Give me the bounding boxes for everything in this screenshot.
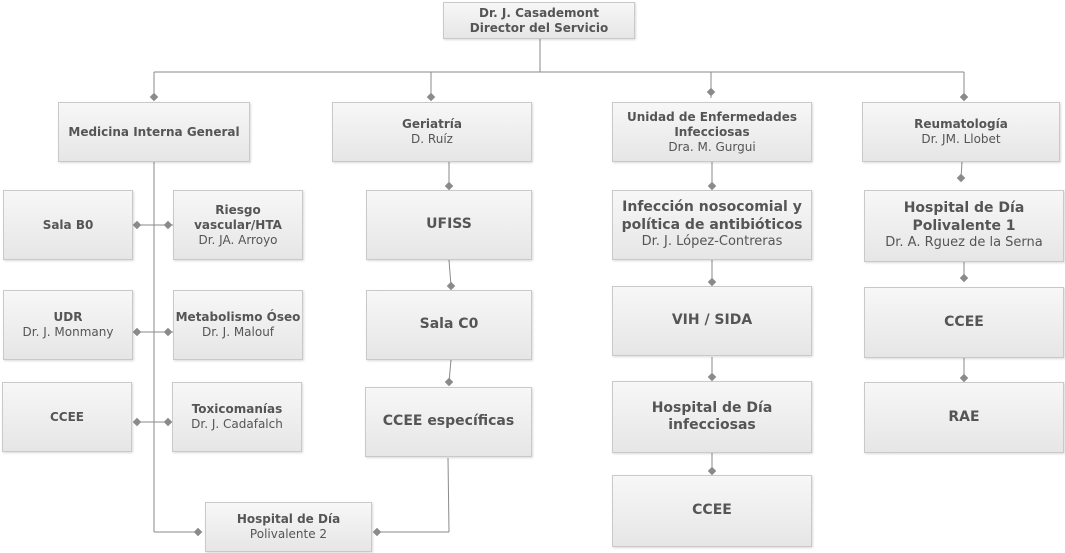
node-title: UFISS [426, 216, 472, 233]
node-title: Hospital de Día infecciosas [651, 399, 773, 434]
node-title: Infección nosocomial y política de antib… [621, 199, 803, 233]
node-toxicomanias: Toxicomanías Dr. J. Cadafalch [172, 382, 302, 452]
node-title: Hospital de Día [236, 512, 341, 526]
node-enfermedades-infecciosas: Unidad de Enfermedades Infecciosas Dra. … [612, 102, 812, 162]
node-title: RAE [948, 408, 980, 425]
node-subtitle: Dr. JA. Arroyo [198, 232, 278, 247]
node-ccee-reumatologia: CCEE [864, 287, 1064, 358]
node-geriatria: Geriatría D. Ruíz [332, 102, 532, 162]
node-title: CCEE específicas [382, 413, 515, 430]
node-title: Dr. J. Casademont [478, 5, 599, 20]
node-subtitle: Dr. J. Cadafalch [191, 417, 283, 431]
node-title: Hospital de Día Polivalente 1 [903, 200, 1025, 234]
node-vih-sida: VIH / SIDA [612, 286, 812, 356]
node-subtitle: Dr. J. Monmany [22, 325, 114, 339]
node-ufiss: UFISS [366, 190, 532, 260]
node-ccee-especificas: CCEE específicas [365, 387, 532, 457]
node-title: Reumatología [914, 117, 1008, 131]
node-title: Metabolismo Óseo [175, 310, 301, 324]
node-ccee-mig: CCEE [2, 382, 132, 452]
node-subtitle: D. Ruíz [411, 132, 453, 146]
node-subtitle: Dr. J. Malouf [201, 325, 275, 339]
node-reumatologia: Reumatología Dr. JM. Llobet [862, 102, 1060, 162]
node-infeccion-nosocomial: Infección nosocomial y política de antib… [612, 190, 812, 260]
node-hospital-dia-polivalente-1: Hospital de Día Polivalente 1 Dr. A. Rgu… [864, 190, 1064, 262]
node-subtitle: Dr. JM. Llobet [921, 132, 1001, 146]
node-rae: RAE [864, 382, 1064, 453]
node-sala-b0: Sala B0 [3, 190, 133, 260]
node-title: CCEE [944, 313, 984, 330]
node-subtitle: Dr. J. López-Contreras [641, 234, 783, 250]
node-metabolismo-oseo: Metabolismo Óseo Dr. J. Malouf [173, 290, 303, 360]
node-ccee-infecciosas: CCEE [612, 475, 812, 547]
node-hospital-dia-polivalente-2: Hospital de Día Polivalente 2 [205, 502, 372, 552]
node-title: Medicina Interna General [68, 124, 240, 139]
node-subtitle: Dr. A. Rguez de la Serna [885, 235, 1043, 251]
node-title: Riesgo vascular/HTA [194, 202, 282, 232]
node-sala-c0: Sala C0 [366, 290, 532, 360]
node-title: CCEE [49, 409, 84, 424]
node-title: Sala B0 [42, 217, 94, 232]
node-subtitle: Polivalente 2 [249, 527, 328, 541]
node-udr: UDR Dr. J. Monmany [3, 290, 133, 360]
node-title: CCEE [692, 502, 732, 519]
node-title: Sala C0 [419, 316, 479, 333]
node-title: UDR [53, 310, 83, 324]
node-subtitle: Dra. M. Gurgui [668, 139, 756, 154]
node-director: Dr. J. Casademont Director del Servicio [443, 2, 635, 39]
node-title: Unidad de Enfermedades Infecciosas [627, 109, 797, 139]
node-title: Geriatría [402, 117, 462, 131]
node-medicina-interna-general: Medicina Interna General [58, 102, 250, 162]
node-riesgo-vascular: Riesgo vascular/HTA Dr. JA. Arroyo [173, 190, 303, 260]
node-subtitle: Director del Servicio [469, 20, 609, 35]
node-title: VIH / SIDA [671, 312, 753, 329]
node-title: Toxicomanías [191, 402, 283, 416]
node-hospital-dia-infecciosas: Hospital de Día infecciosas [612, 381, 812, 453]
